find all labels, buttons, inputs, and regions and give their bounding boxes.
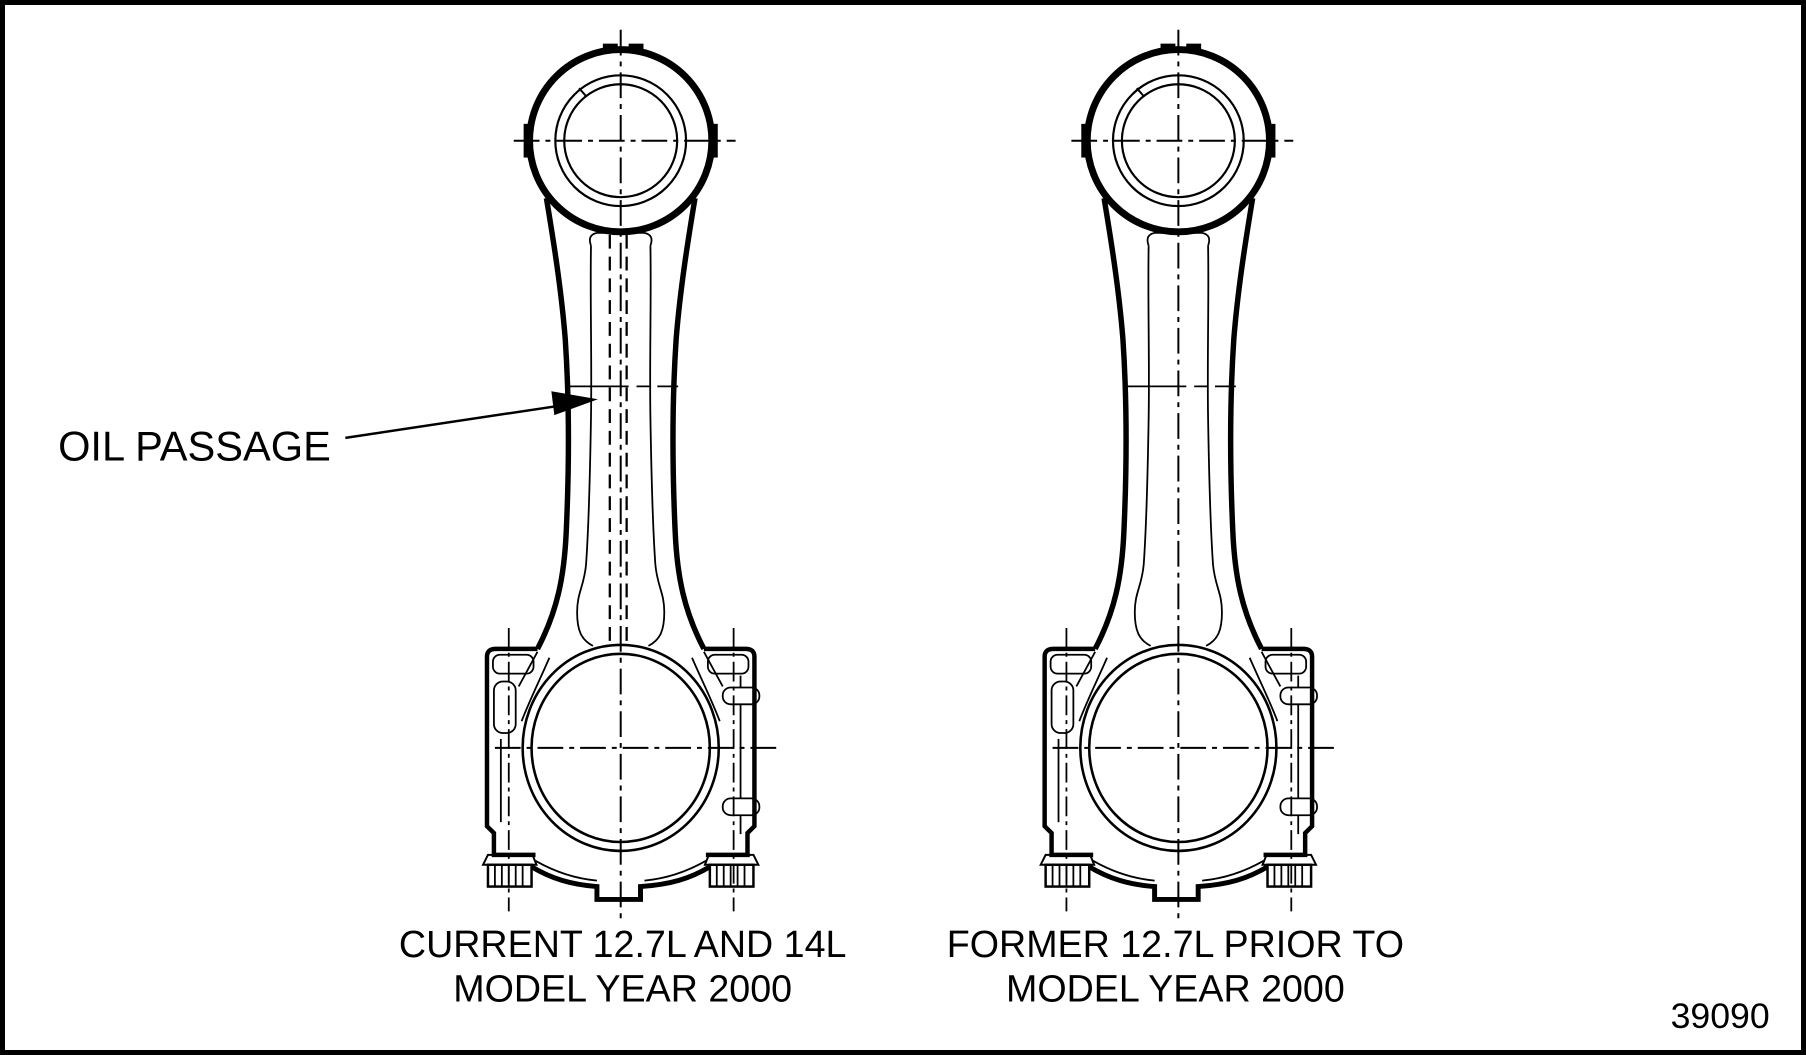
oil-passage-label: OIL PASSAGE — [58, 423, 331, 470]
caption-current: CURRENT 12.7L AND 14L MODEL YEAR 2000 — [399, 923, 847, 1010]
caption-former-line2: MODEL YEAR 2000 — [1006, 967, 1345, 1009]
oil-passage-arrow — [345, 391, 598, 440]
caption-former-line1: FORMER 12.7L PRIOR TO — [947, 923, 1404, 965]
caption-former: FORMER 12.7L PRIOR TO MODEL YEAR 2000 — [947, 923, 1404, 1010]
oil-passage-hidden-lines — [608, 234, 628, 641]
figure-number: 39090 — [1671, 996, 1770, 1036]
caption-current-line1: CURRENT 12.7L AND 14L — [399, 923, 847, 965]
connecting-rod-former — [1041, 30, 1339, 921]
caption-current-line2: MODEL YEAR 2000 — [453, 967, 792, 1009]
connecting-rod-current — [483, 30, 781, 921]
connecting-rod-diagram: OIL PASSAGE CURRENT 12.7L AND 14L MODEL … — [58, 5, 1770, 1036]
